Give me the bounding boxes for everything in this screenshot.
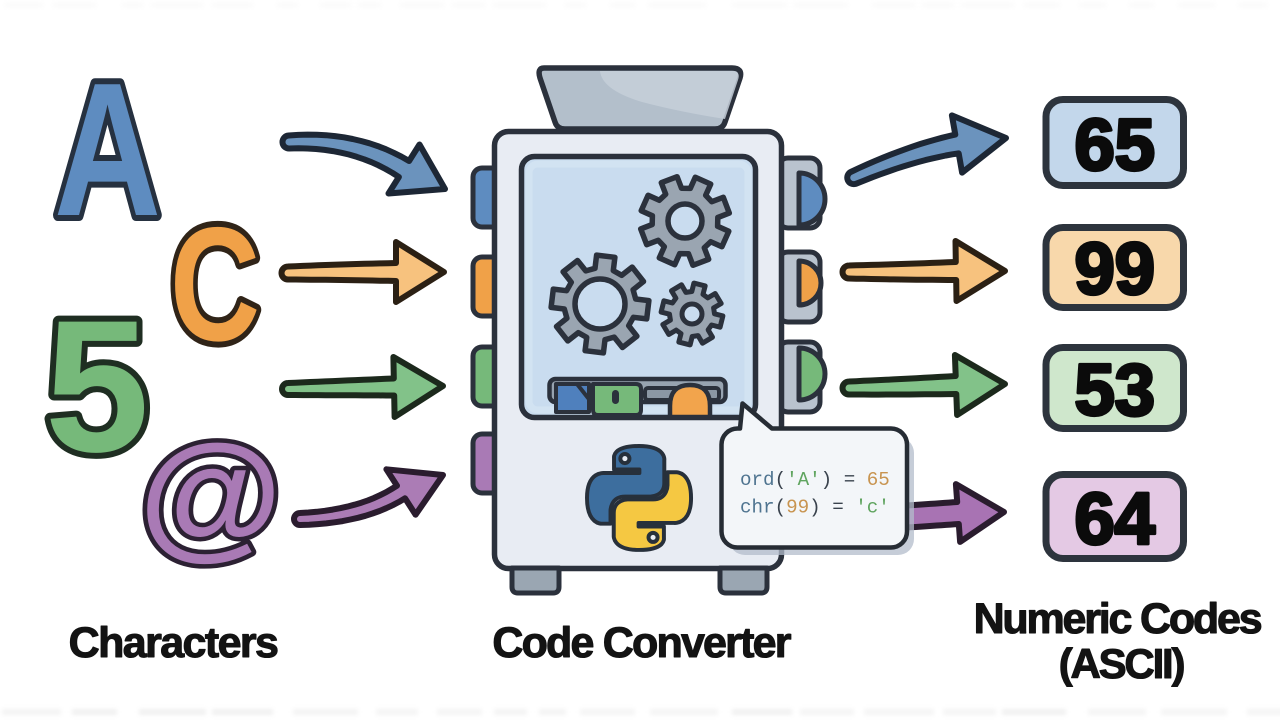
svg-text:Characters: Characters bbox=[69, 619, 278, 667]
svg-text:Numeric Codes: Numeric Codes bbox=[974, 595, 1262, 643]
svg-text:64: 64 bbox=[1074, 479, 1155, 560]
svg-text:ord('A')=65: ord('A')=65 bbox=[740, 469, 890, 491]
svg-text:C: C bbox=[170, 193, 260, 375]
svg-text:A: A bbox=[54, 44, 161, 256]
svg-text:@: @ bbox=[139, 416, 282, 572]
svg-text:Code Converter: Code Converter bbox=[492, 619, 791, 667]
svg-text:53: 53 bbox=[1074, 350, 1154, 431]
svg-text:65: 65 bbox=[1074, 105, 1154, 186]
svg-text:(ASCII): (ASCII) bbox=[1059, 640, 1184, 687]
svg-text:chr(99)='c': chr(99)='c' bbox=[740, 497, 890, 519]
svg-text:99: 99 bbox=[1074, 229, 1154, 310]
svg-text:5: 5 bbox=[45, 281, 150, 491]
